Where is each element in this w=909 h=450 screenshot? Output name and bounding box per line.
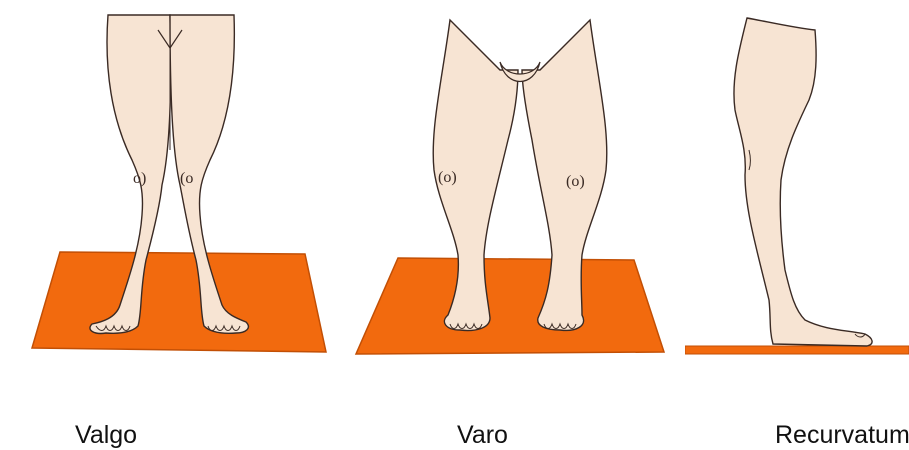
varo-figure: (o) (o) [350,0,680,370]
varo-illustration: (o) (o) [350,0,680,370]
recurvatum-figure [685,0,909,370]
varo-knee-mark-left: (o) [438,169,457,186]
valgo-label: Valgo [75,421,137,450]
recurvatum-leg [734,18,872,346]
valgo-figure: o) (o [20,0,340,370]
valgo-knee-mark-left: o) [133,170,146,187]
valgo-illustration: o) (o [20,0,340,370]
varo-mat [356,258,664,354]
varo-label: Varo [457,421,508,450]
recurvatum-floor [685,346,909,354]
recurvatum-label: Recurvatum [775,421,909,450]
valgo-knee-mark-right: (o [180,170,193,187]
varo-knee-mark-right: (o) [566,173,585,190]
recurvatum-illustration [685,0,909,370]
valgo-mat [32,252,326,352]
